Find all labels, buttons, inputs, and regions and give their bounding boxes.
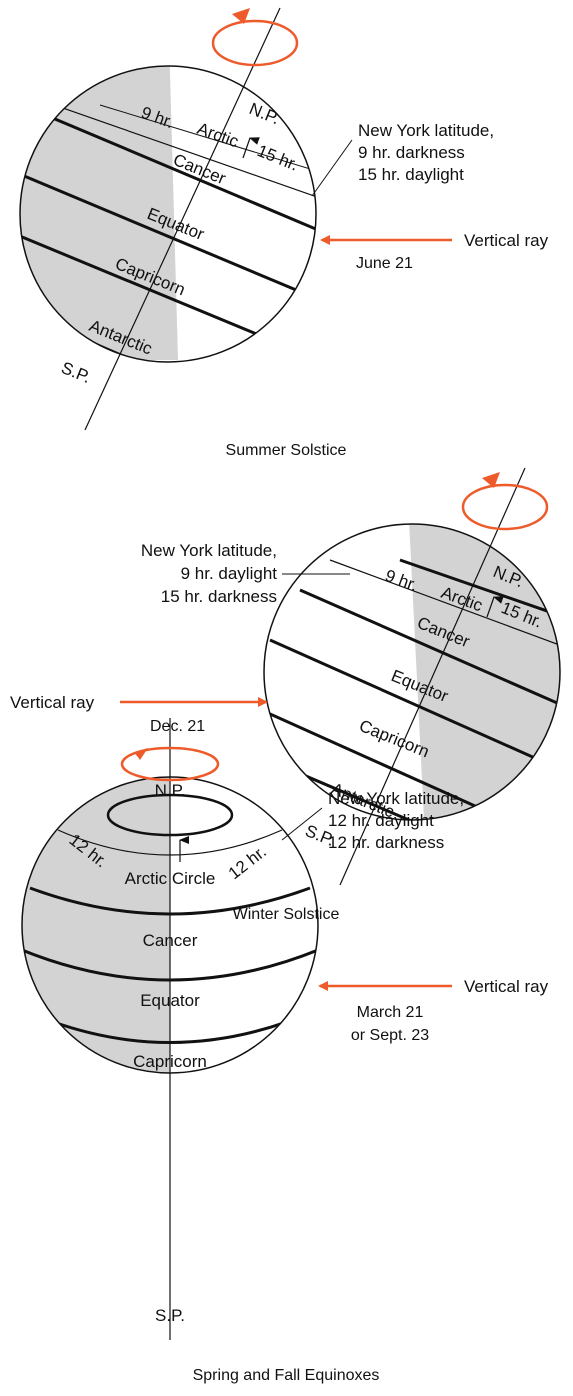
winter-date-label: Dec. 21 — [150, 718, 205, 735]
equinox-north-pole-label: N.P. — [155, 781, 186, 800]
equinox-south-pole-label: S.P. — [155, 1306, 185, 1325]
winter-ny-line3: 15 hr. darkness — [161, 587, 277, 606]
summer-caption: Summer Solstice — [226, 442, 347, 459]
winter-equator-line — [269, 638, 560, 777]
equinox-arctic-circle-label: Arctic Circle — [125, 869, 216, 888]
winter-day-arrow — [486, 596, 504, 618]
equinox-globe: N.P. 12 hr. 12 hr. Arctic Circle Cancer … — [21, 718, 549, 1384]
summer-arctic-line — [99, 104, 316, 176]
equinox-ny-line2: 12 hr. daylight — [328, 811, 434, 830]
summer-axis — [84, 7, 281, 431]
winter-caption: Winter Solstice — [233, 906, 340, 923]
summer-globe-outline — [19, 65, 317, 363]
summer-rotation-arrowhead — [232, 8, 250, 24]
summer-rotation-arrow — [211, 19, 299, 67]
equinox-capricorn-label: Capricorn — [133, 1052, 207, 1071]
summer-cancer-line — [20, 98, 316, 237]
summer-ny-line3: 15 hr. daylight — [358, 165, 464, 184]
winter-ny-latitude-line — [329, 559, 560, 651]
winter-capricorn-line — [264, 703, 560, 820]
summer-ny-line2: 9 hr. darkness — [358, 143, 465, 162]
summer-night-side — [20, 66, 178, 360]
equinox-caption: Spring and Fall Equinoxes — [193, 1367, 380, 1384]
winter-rotation-arrowhead — [482, 472, 500, 488]
summer-south-pole-label: S.P. — [59, 358, 94, 387]
summer-ray-label: Vertical ray — [464, 231, 549, 250]
equinox-rotation-arrowhead — [134, 748, 148, 760]
equinox-ny-leader — [281, 807, 323, 841]
winter-globe-outline — [263, 523, 561, 821]
summer-ny-line1: New York latitude, — [358, 121, 494, 140]
equinox-ray-label: Vertical ray — [464, 977, 549, 996]
summer-arctic-label: Arctic — [195, 119, 242, 152]
winter-antarctic-line — [279, 763, 560, 820]
equinox-equator-label: Equator — [140, 991, 200, 1010]
summer-solstice-globe: N.P. 9 hr. Arctic 15 hr. Cancer Equator … — [19, 7, 549, 459]
equinox-ny-line1: New York latitude, — [328, 789, 464, 808]
summer-ny-leader — [311, 139, 353, 197]
summer-date-label: June 21 — [356, 255, 413, 272]
equinox-ny-line3: 12 hr. darkness — [328, 833, 444, 852]
winter-axis — [339, 467, 526, 886]
winter-ray-label: Vertical ray — [10, 693, 95, 712]
summer-north-pole-label: N.P. — [247, 99, 283, 128]
winter-rotation-arrow — [461, 483, 549, 531]
summer-equator-line — [20, 168, 316, 302]
summer-ny-latitude-line — [39, 99, 316, 206]
equinox-date-line1: March 21 — [357, 1004, 424, 1021]
equinox-date-line2: or Sept. 23 — [351, 1027, 429, 1044]
summer-day-hours-label: 15 hr. — [255, 141, 302, 175]
summer-day-arrow — [242, 137, 260, 159]
equinox-rotation-arrow — [120, 746, 220, 782]
winter-ny-line2: 9 hr. daylight — [181, 564, 278, 583]
winter-cancer-line — [299, 588, 560, 712]
winter-ny-line1: New York latitude, — [141, 541, 277, 560]
equinox-cancer-label: Cancer — [143, 931, 198, 950]
winter-arctic-line — [399, 558, 560, 622]
summer-capricorn-line — [20, 230, 301, 354]
equinox-right-hours-label: 12 hr. — [225, 842, 270, 883]
